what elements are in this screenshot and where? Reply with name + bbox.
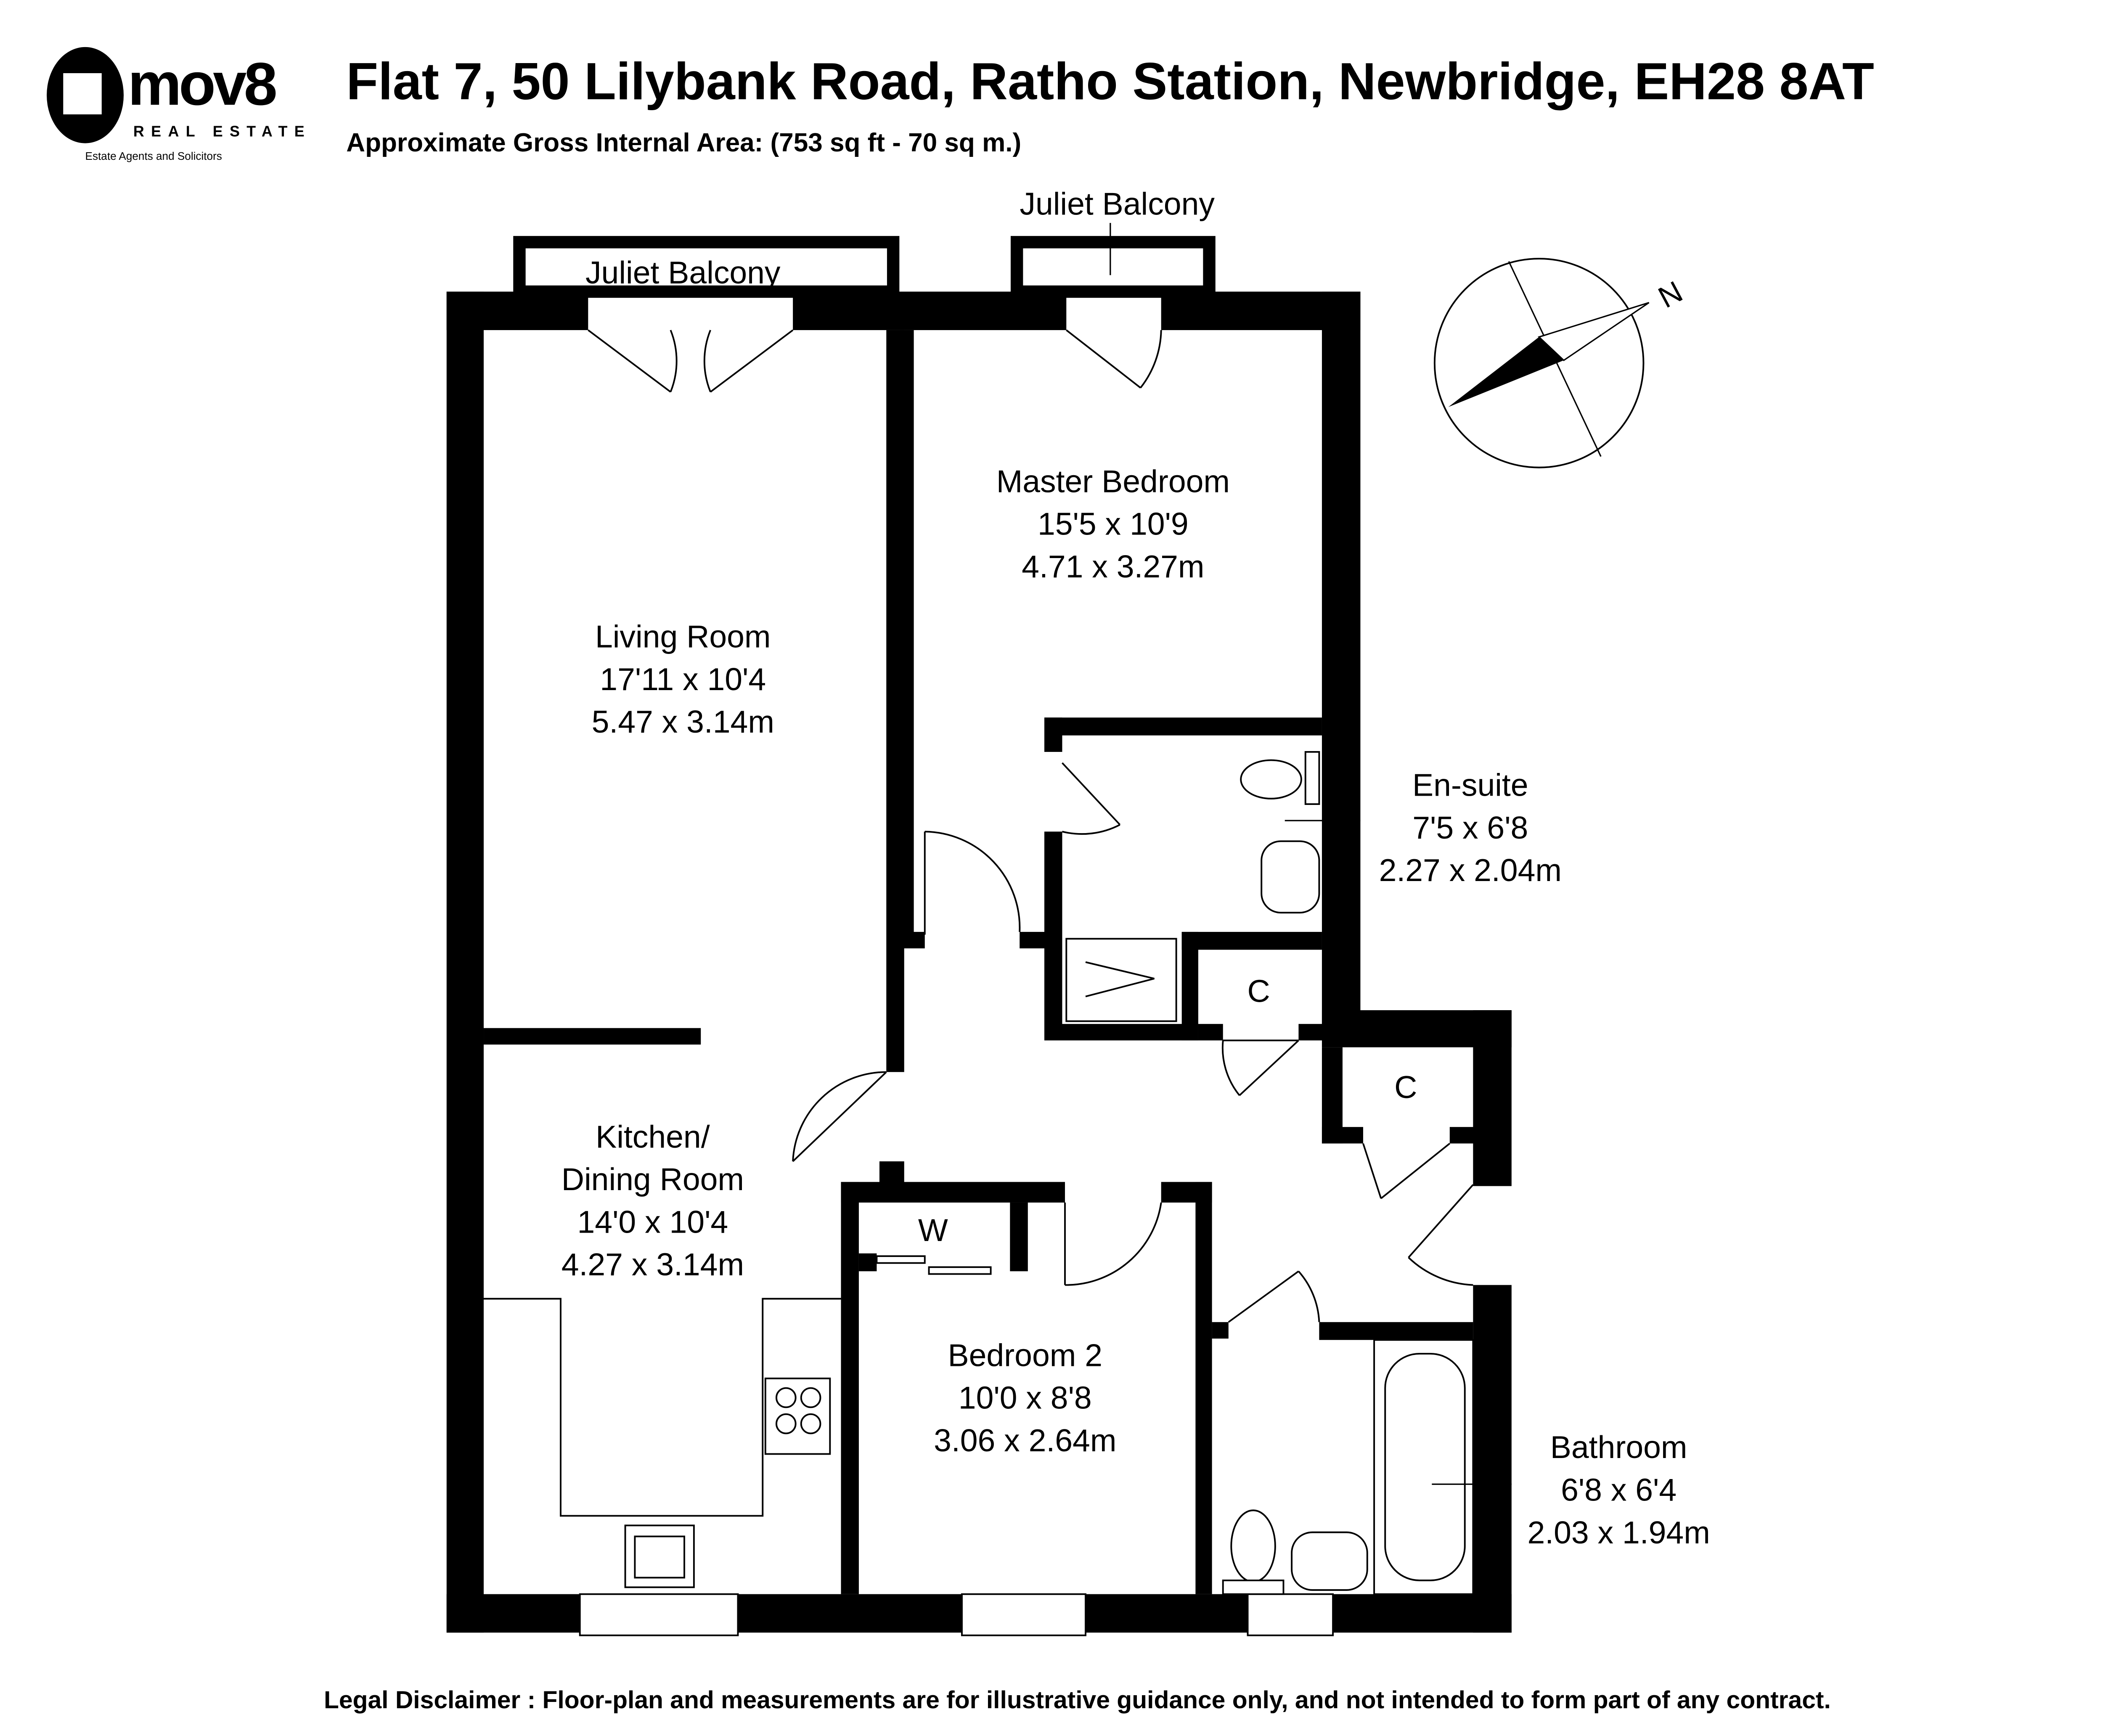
svg-text:Kitchen/: Kitchen/ [596, 1119, 710, 1154]
logo-line1: REAL ESTATE [133, 122, 311, 140]
juliet-balcony-right [1010, 236, 1216, 298]
windows [579, 1593, 1334, 1636]
doors [588, 329, 1474, 1323]
svg-text:7'5 x 6'8: 7'5 x 6'8 [1412, 810, 1528, 845]
page-title: Flat 7, 50 Lilybank Road, Ratho Station,… [346, 53, 1874, 111]
mov8-logo: mov8 REAL ESTATE Estate Agents and Solic… [47, 47, 311, 162]
toilet-icon [1230, 1509, 1276, 1583]
room-ensuite: En-suite 7'5 x 6'8 2.27 x 2.04m [1379, 767, 1562, 888]
logo-brand: mov8 [128, 50, 276, 118]
hob-icon [764, 1377, 831, 1455]
svg-text:2.27 x 2.04m: 2.27 x 2.04m [1379, 852, 1562, 888]
juliet-balcony-left [513, 236, 900, 298]
juliet-balcony-label: Juliet Balcony [1020, 186, 1215, 221]
svg-text:2.03 x 1.94m: 2.03 x 1.94m [1527, 1515, 1710, 1550]
svg-text:3.06 x 2.64m: 3.06 x 2.64m [934, 1423, 1116, 1458]
legal-disclaimer: Legal Disclaimer : Floor-plan and measur… [324, 1686, 1831, 1714]
walls [446, 291, 1512, 1633]
gross-area: Approximate Gross Internal Area: (753 sq… [346, 128, 1021, 157]
room-bathroom: Bathroom 6'8 x 6'4 2.03 x 1.94m [1527, 1429, 1710, 1550]
svg-text:17'11 x 10'4: 17'11 x 10'4 [600, 662, 766, 697]
compass-north-label: N [1653, 275, 1688, 315]
svg-text:Bedroom 2: Bedroom 2 [948, 1337, 1102, 1373]
shower-icon [1065, 938, 1177, 1022]
toilet-icon [1240, 759, 1302, 799]
bath-icon [1373, 1339, 1474, 1595]
svg-text:4.71 x 3.27m: 4.71 x 3.27m [1022, 549, 1204, 584]
room-living: Living Room 17'11 x 10'4 5.47 x 3.14m [592, 619, 774, 740]
logo-tagline: Estate Agents and Solicitors [85, 150, 222, 162]
basin-icon [1291, 1531, 1368, 1591]
svg-text:6'8 x 6'4: 6'8 x 6'4 [1561, 1472, 1677, 1507]
cupboard-label: C [1394, 1069, 1417, 1105]
wardrobe-door [876, 1255, 926, 1264]
svg-text:Bathroom: Bathroom [1550, 1429, 1687, 1465]
compass-icon: N [1433, 258, 1688, 468]
svg-text:4.27 x 3.14m: 4.27 x 3.14m [562, 1247, 744, 1282]
svg-text:15'5 x 10'9: 15'5 x 10'9 [1038, 506, 1189, 542]
ensuite-fittings [1065, 751, 1361, 1022]
room-bedroom-2: Bedroom 2 10'0 x 8'8 3.06 x 2.64m [934, 1337, 1116, 1458]
svg-text:Master Bedroom: Master Bedroom [996, 463, 1230, 499]
svg-text:14'0 x 10'4: 14'0 x 10'4 [577, 1204, 728, 1239]
bathroom-fittings [1222, 1339, 1512, 1595]
basin-icon [1261, 840, 1320, 914]
svg-text:Living Room: Living Room [595, 619, 771, 654]
kitchen-units [484, 1298, 841, 1588]
svg-text:En-suite: En-suite [1412, 767, 1528, 802]
svg-text:5.47 x 3.14m: 5.47 x 3.14m [592, 704, 774, 739]
svg-text:10'0 x 8'8: 10'0 x 8'8 [959, 1380, 1092, 1416]
svg-text:Dining Room: Dining Room [562, 1162, 744, 1197]
juliet-balcony-label: Juliet Balcony [585, 255, 781, 290]
wardrobe-door [928, 1266, 992, 1275]
wardrobe-label: W [918, 1212, 948, 1248]
room-master-bedroom: Master Bedroom 15'5 x 10'9 4.71 x 3.27m [996, 463, 1230, 584]
cupboard-label: C [1247, 974, 1270, 1009]
room-kitchen-dining: Kitchen/ Dining Room 14'0 x 10'4 4.27 x … [562, 1119, 744, 1282]
